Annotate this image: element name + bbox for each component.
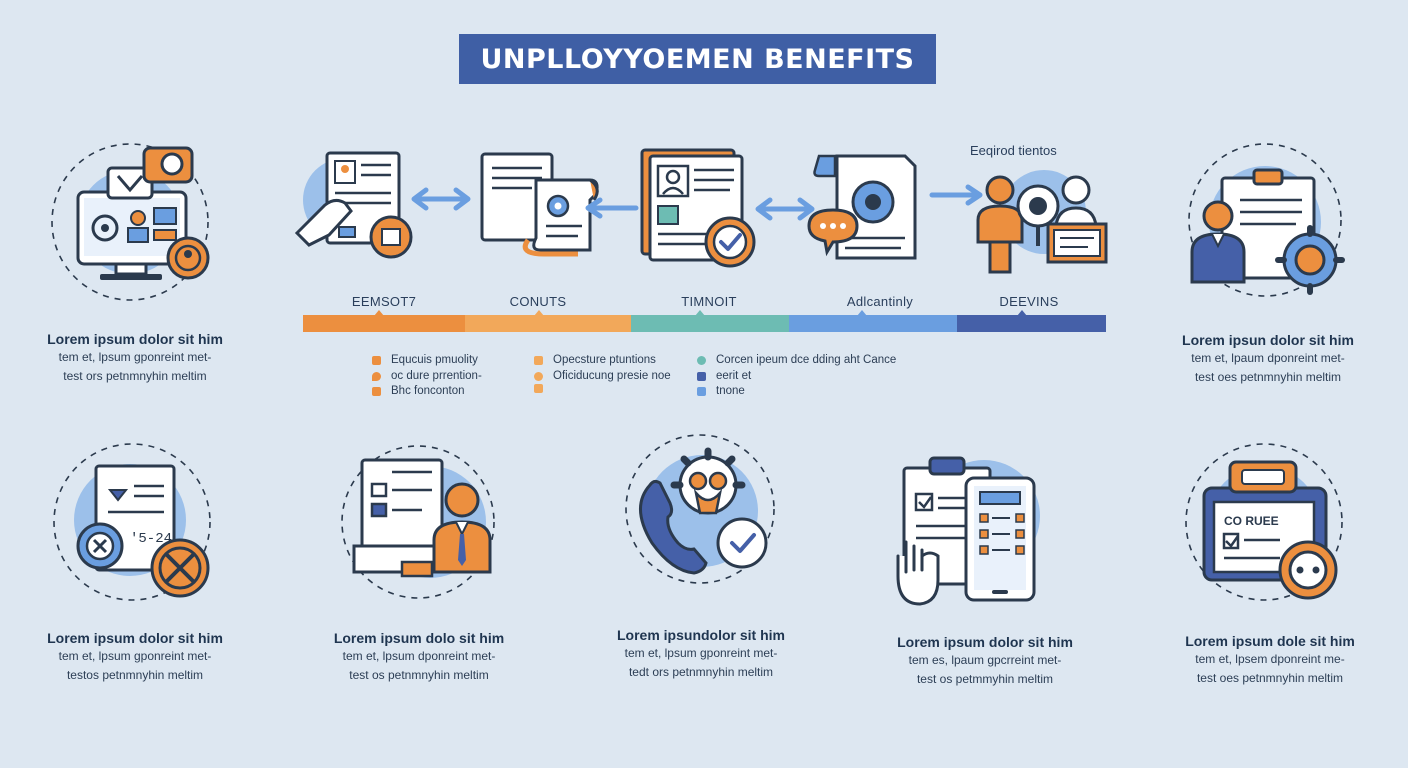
card-heading: Lorem ipsum dolor sit him <box>897 634 1073 650</box>
stage-label: Adlcantinly <box>846 294 914 309</box>
stage-bar-segment <box>957 315 1106 332</box>
bullet-icon <box>372 387 381 397</box>
card-text-line: tem et, lpsum gponreint met- <box>58 649 212 663</box>
stage-note: Opecsture ptuntions Oficiducung presie n… <box>534 353 671 393</box>
note-line: Bhc fonconton <box>391 385 465 397</box>
stage-label: TIMNOIT <box>681 294 737 309</box>
card-text-line: tem et, lpsum gponreint met- <box>58 350 212 364</box>
card-heading: Lorem ipsum dole sit him <box>1185 633 1355 649</box>
clipboard-clock-icon: CO RUEE <box>1185 443 1343 601</box>
stage-label: DEEVINS <box>999 294 1059 309</box>
double-arrow-icon <box>411 187 471 211</box>
card-heading: Lorem ipsum dolor sit him <box>47 331 223 347</box>
card-bottom-3: Lorem ipsundolor sit him tem et, lpsum g… <box>586 626 816 682</box>
bullet-icon <box>534 356 543 366</box>
resume-check-icon <box>640 148 756 268</box>
bullet-icon <box>372 371 381 381</box>
stage-bar-segment <box>789 315 957 332</box>
note-line: tnone <box>716 385 745 397</box>
double-arrow-icon <box>755 197 815 221</box>
card-text-line: tem et, lpsum dponreint met- <box>342 649 496 663</box>
board-label-text: CO RUEE <box>1224 514 1279 528</box>
bullet-icon <box>534 384 543 393</box>
card-text-line: tem et, lpsum gponreint met- <box>624 646 778 660</box>
card-text-line: test oes petnmnyhin meltim <box>1194 370 1342 384</box>
bullet-icon <box>534 371 543 381</box>
documents-gear-icon <box>480 152 599 257</box>
card-text-line: testos petnmnyhin meltim <box>66 668 204 682</box>
stage-markers <box>374 310 1027 316</box>
note-line: eerit et <box>716 369 752 382</box>
stage-label: EEMSOT7 <box>351 294 417 309</box>
card-text-line: tem et, lpaum dponreint met- <box>1191 351 1345 365</box>
card-text-line: test os petmmyhin meltim <box>916 672 1054 686</box>
stage-note: Corcen ipeum dce dding aht Cance eerit e… <box>697 353 896 400</box>
note-line: Oficiducung presie noe <box>553 369 671 382</box>
chat-document-icon <box>807 154 917 260</box>
bullet-icon <box>372 356 381 366</box>
note-line: oc dure prrention- <box>391 369 482 382</box>
process-top-label: Eeqirod tientos <box>970 143 1057 158</box>
stage-label: CONUTS <box>509 294 567 309</box>
checklist-tablet-icon <box>896 456 1040 606</box>
card-heading: Lorem ipsum dolor sit him <box>47 630 223 646</box>
card-bottom-2: Lorem ipsum dolo sit him tem et, lpsum d… <box>304 629 534 685</box>
left-arrow-icon <box>585 197 639 219</box>
note-line: Opecsture ptuntions <box>553 354 656 366</box>
card-bottom-4: Lorem ipsum dolor sit him tem es, lpaum … <box>870 633 1100 689</box>
card-bottom-5: Lorem ipsum dole sit him tem et, lpsem d… <box>1152 632 1388 688</box>
bullet-icon <box>697 356 706 366</box>
card-bottom-1: Lorem ipsum dolor sit him tem et, lpsum … <box>20 629 250 685</box>
computer-monitor-icon <box>51 143 210 301</box>
card-text-line: tem et, lpsem dponreint me- <box>1195 652 1345 666</box>
card-text-line: test os petnmnyhin meltim <box>349 668 489 682</box>
right-arrow-icon <box>929 184 983 206</box>
hand-document-icon <box>294 151 413 259</box>
note-line: Corcen ipeum dce dding aht Cance <box>716 354 897 366</box>
applicant-resume-icon <box>341 445 495 599</box>
stage-bar-segment <box>303 315 465 332</box>
card-top-right: Lorem ipsun dolor sit him tem et, lpaum … <box>1150 331 1386 387</box>
page-title: UNPLLOYYOEMEN BENEFITS <box>459 34 936 84</box>
manager-gear-icon <box>1188 143 1345 297</box>
note-line: Equcuis pmuolity <box>391 354 478 366</box>
stage-bar-segment <box>465 315 631 332</box>
stage-note: Equcuis pmuolity oc dure prrention- Bhc … <box>372 353 482 400</box>
stage-bar-segment <box>631 315 789 332</box>
denied-document-icon: '5-24 <box>53 443 211 601</box>
card-text-line: test oes petnmnyhin meltim <box>1196 671 1344 685</box>
card-heading: Lorem ipsundolor sit him <box>616 627 785 643</box>
card-text-line: test ors petnmnyhin meltim <box>63 369 207 383</box>
phone-support-icon <box>625 434 775 584</box>
doc-number-text: '5-24 <box>130 531 172 547</box>
card-heading: Lorem ipsun dolor sit him <box>1182 332 1354 348</box>
people-search-icon <box>976 170 1108 274</box>
bullet-icon <box>697 387 706 397</box>
bullet-icon <box>697 371 706 381</box>
card-text-line: tem es, lpaum gpcrreint met- <box>908 653 1062 667</box>
card-top-left: Lorem ipsum dolor sit him tem et, lpsum … <box>20 330 250 386</box>
card-text-line: tedt ors petnmnyhin meltim <box>628 665 774 679</box>
card-heading: Lorem ipsum dolo sit him <box>333 630 505 646</box>
